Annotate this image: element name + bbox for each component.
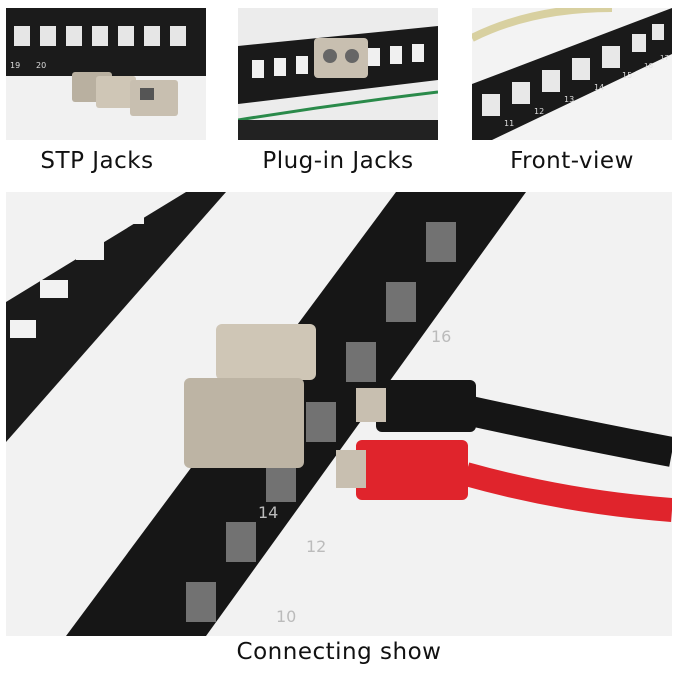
plugin-jacks-photo: [238, 8, 438, 140]
shielded-jack-modules: [184, 324, 316, 468]
panel-number: 14: [594, 83, 604, 92]
stp-jacks-photo: 19 20: [6, 8, 206, 140]
plugin-jack-module: [314, 38, 368, 78]
panel-number: 19: [10, 61, 20, 70]
panel-number: 11: [504, 119, 514, 128]
caption-stp-jacks: STP Jacks: [40, 148, 154, 174]
caption-front-view: Front-view: [510, 148, 634, 174]
caption-plugin-jacks: Plug-in Jacks: [262, 148, 414, 174]
panel-number: 16: [644, 62, 653, 70]
panel-number: 12: [306, 537, 326, 556]
stp-jack-modules: [72, 72, 178, 116]
panel-number: 17: [660, 54, 669, 62]
panel-number: 14: [258, 503, 278, 522]
connecting-show-photo: 16 12 10 14: [6, 192, 672, 636]
panel-number: 12: [534, 107, 544, 116]
panel-number: 15: [622, 71, 632, 80]
red-patch-cable: [336, 440, 672, 522]
front-view-photo: 11 12 13 14 15 16 17: [472, 8, 672, 140]
caption-connecting-show: Connecting show: [236, 639, 442, 665]
panel-number: 16: [431, 327, 451, 346]
panel-number: 10: [276, 607, 296, 626]
back-panel-bar: [6, 192, 226, 442]
panel-number: 20: [36, 61, 46, 70]
panel-number: 13: [564, 95, 574, 104]
black-patch-cable: [356, 380, 672, 467]
